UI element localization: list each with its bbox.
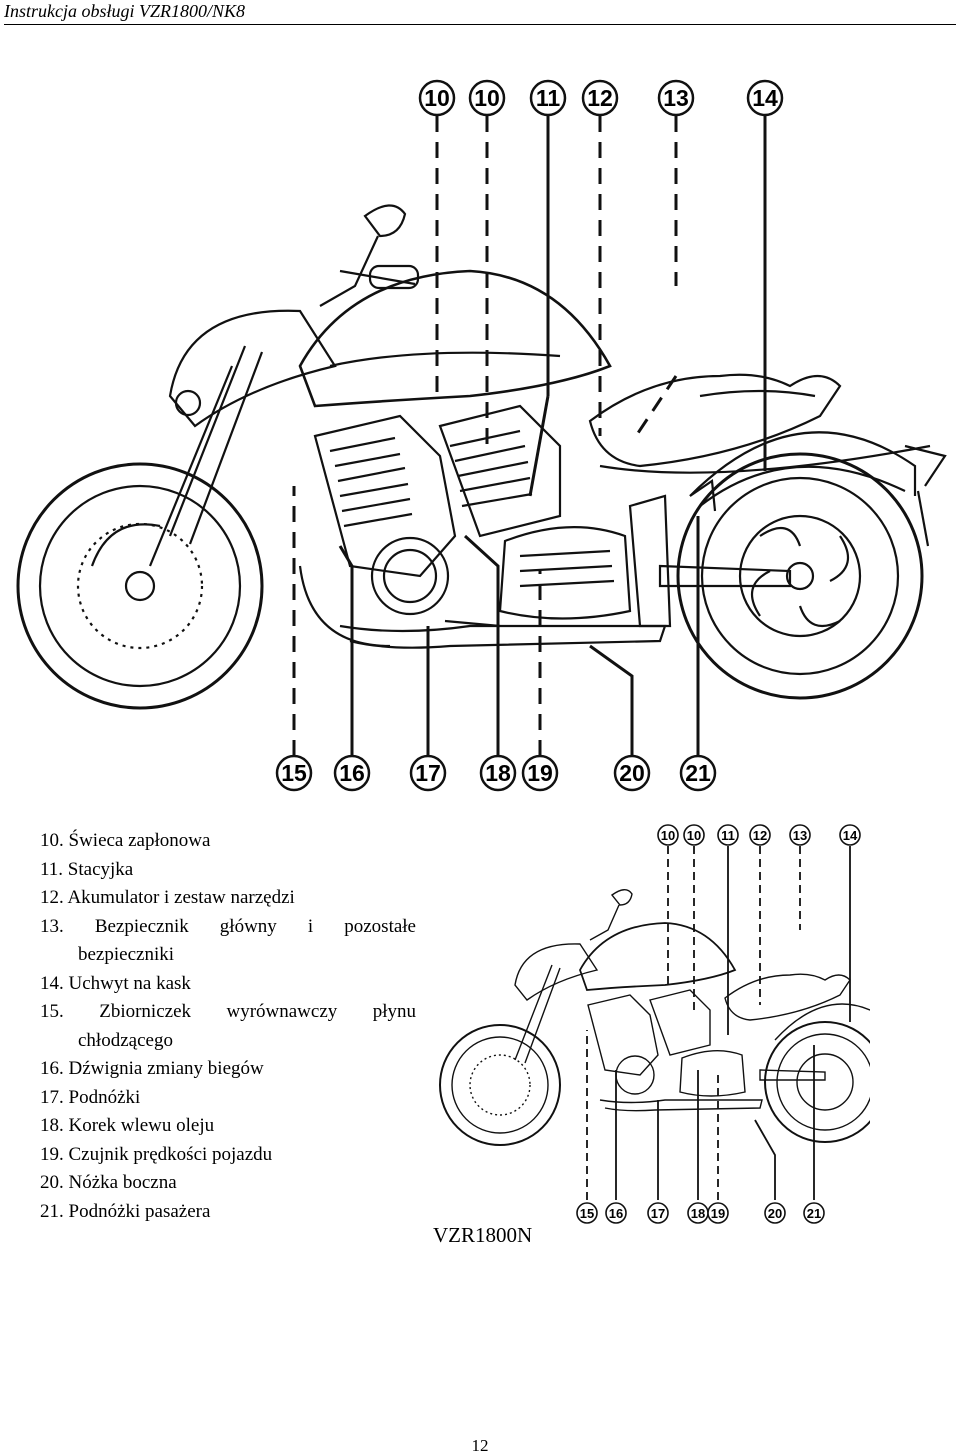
svg-text:21: 21 xyxy=(685,760,711,786)
svg-text:20: 20 xyxy=(619,760,645,786)
small-callout-14-badge: 14 xyxy=(839,824,861,846)
callout-21-badge: 21 xyxy=(679,754,717,792)
callout-11-badge: 11 xyxy=(529,79,567,117)
svg-text:13: 13 xyxy=(663,85,689,111)
svg-text:20: 20 xyxy=(768,1206,782,1221)
motorcycle-icon: 10 10 11 12 13 14 15 16 17 18 19 20 21 xyxy=(439,824,870,1224)
callout-15-badge: 15 xyxy=(275,754,313,792)
small-callout-12-badge: 12 xyxy=(749,824,771,846)
callout-12-badge: 12 xyxy=(581,79,619,117)
page-number: 12 xyxy=(471,1436,489,1455)
small-callout-11-badge: 11 xyxy=(717,824,739,846)
callout-13-badge: 13 xyxy=(657,79,695,117)
small-callout-16-badge: 16 xyxy=(605,1202,627,1224)
callout-19-badge: 19 xyxy=(521,754,559,792)
svg-text:16: 16 xyxy=(609,1206,623,1221)
svg-text:19: 19 xyxy=(711,1206,725,1221)
legend-item: 12. Akumulator i zestaw narzędzi xyxy=(40,887,295,908)
legend-item: 19. Czujnik prędkości pojazdu xyxy=(40,1143,273,1165)
svg-text:18: 18 xyxy=(691,1206,705,1221)
legend-item: 17. Podnóżki xyxy=(40,1086,141,1108)
svg-text:10: 10 xyxy=(687,828,701,843)
legend-item-continuation: chłodzącego xyxy=(78,1029,173,1051)
svg-text:12: 12 xyxy=(753,828,767,843)
model-label: VZR1800N xyxy=(433,1223,533,1247)
svg-text:12: 12 xyxy=(587,85,613,111)
header-title: Instrukcja obsługi VZR1800/NK8 xyxy=(4,1,246,21)
svg-text:17: 17 xyxy=(651,1206,665,1221)
legend-item: 11. Stacyjka xyxy=(40,858,134,880)
page-header: Instrukcja obsługi VZR1800/NK8 xyxy=(4,0,956,25)
legend-item: 10. Świeca zapłonowa xyxy=(40,830,211,851)
small-callout-leaders xyxy=(586,846,851,1200)
svg-text:14: 14 xyxy=(843,828,858,843)
svg-text:15: 15 xyxy=(580,1206,594,1221)
callout-leaders-bottom xyxy=(292,486,700,756)
callout-10a-badge: 10 xyxy=(418,79,456,117)
svg-text:10: 10 xyxy=(661,828,675,843)
small-callout-19-badge: 19 xyxy=(707,1202,729,1224)
svg-text:19: 19 xyxy=(527,760,553,786)
svg-text:15: 15 xyxy=(281,760,307,786)
svg-text:21: 21 xyxy=(807,1206,821,1221)
motorcycle-drawing-small xyxy=(439,889,870,1146)
svg-text:16: 16 xyxy=(339,760,365,786)
callout-17-badge: 17 xyxy=(409,754,447,792)
motorcycle-icon: 10 10 11 12 13 14 15 16 17 18 19 20 21 xyxy=(16,79,947,792)
svg-text:11: 11 xyxy=(536,85,561,111)
legend-item: 21. Podnóżki pasażera xyxy=(40,1200,211,1222)
svg-text:13: 13 xyxy=(793,828,807,843)
svg-text:10: 10 xyxy=(424,85,450,111)
legend-item: 16. Dźwignia zmiany biegów xyxy=(40,1058,264,1079)
small-callout-21-badge: 21 xyxy=(803,1202,825,1224)
small-callouts-top: 10 10 11 12 13 14 xyxy=(657,824,861,846)
svg-text:17: 17 xyxy=(415,760,441,786)
svg-text:18: 18 xyxy=(485,760,511,786)
small-callout-10b-badge: 10 xyxy=(683,824,705,846)
legend-item: 13. Bezpiecznik główny i pozostałe xyxy=(40,915,416,937)
callout-18-badge: 18 xyxy=(479,754,517,792)
small-callout-10a-badge: 10 xyxy=(657,824,679,846)
svg-text:14: 14 xyxy=(752,85,778,111)
small-callout-18-badge: 18 xyxy=(687,1202,709,1224)
callout-16-badge: 16 xyxy=(333,754,371,792)
motorcycle-diagram-small: 10 10 11 12 13 14 15 16 17 18 19 20 21 xyxy=(430,820,870,1230)
legend-item: 18. Korek wlewu oleju xyxy=(40,1115,215,1136)
legend-item-continuation: bezpieczniki xyxy=(78,944,175,965)
legend-item: 15. Zbiorniczek wyrównawczy płynu xyxy=(40,1001,416,1022)
small-callout-17-badge: 17 xyxy=(647,1202,669,1224)
legend-item: 20. Nóżka boczna xyxy=(40,1172,177,1193)
parts-legend: 10. Świeca zapłonowa 11. Stacyjka 12. Ak… xyxy=(40,827,416,1226)
callout-leaders-top xyxy=(435,116,767,497)
legend-item: 14. Uchwyt na kask xyxy=(40,972,191,994)
callouts-bottom: 15 16 17 18 19 20 21 xyxy=(275,754,717,792)
small-callout-15-badge: 15 xyxy=(576,1202,598,1224)
svg-text:10: 10 xyxy=(474,85,500,111)
motorcycle-diagram-large: 10 10 11 12 13 14 15 16 17 18 19 20 21 xyxy=(0,66,960,806)
callout-14-badge: 14 xyxy=(746,79,784,117)
small-callouts-bottom: 15 16 17 18 19 20 21 xyxy=(576,1202,825,1224)
callout-20-badge: 20 xyxy=(613,754,651,792)
motorcycle-drawing xyxy=(16,204,947,710)
svg-text:11: 11 xyxy=(721,828,735,843)
small-callout-13-badge: 13 xyxy=(789,824,811,846)
callouts-top: 10 10 11 12 13 14 xyxy=(418,79,784,117)
callout-10b-badge: 10 xyxy=(468,79,506,117)
small-callout-20-badge: 20 xyxy=(764,1202,786,1224)
